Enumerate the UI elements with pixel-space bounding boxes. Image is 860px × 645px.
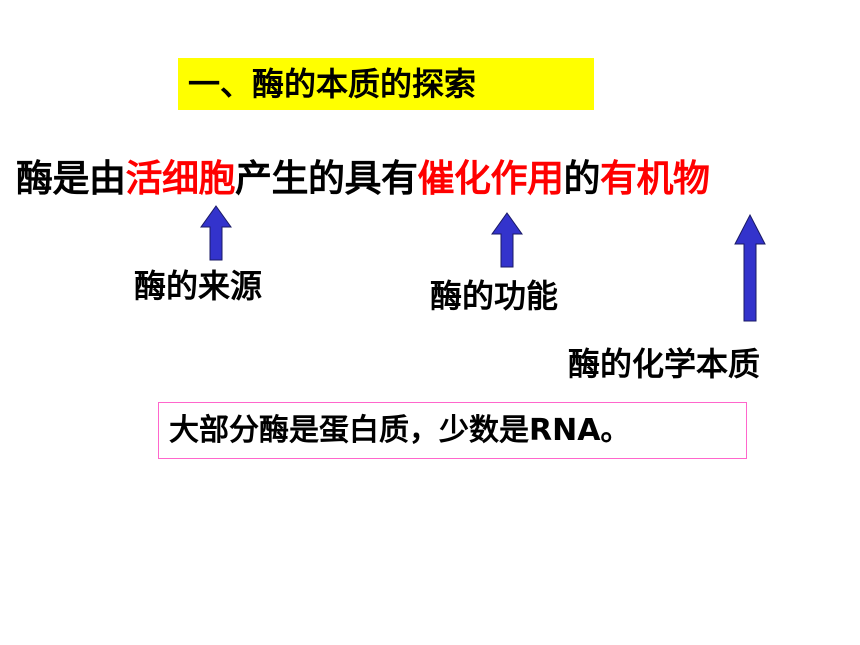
definition-part-3: 产生的具有 [235, 157, 418, 200]
definition-part-5: 的 [563, 157, 601, 200]
definition-highlight-catalysis: 催化作用 [417, 157, 565, 200]
label-enzyme-chemical-nature: 酶的化学本质 [568, 345, 761, 383]
label-enzyme-source: 酶的来源 [134, 267, 263, 305]
definition-highlight-organic-matter: 有机物 [600, 157, 710, 200]
definition-part-1: 酶是由 [16, 157, 126, 200]
slide-title: 一、酶的本质的探索 [188, 65, 477, 103]
slide-title-box: 一、酶的本质的探索 [178, 58, 594, 110]
arrow-up-icon-chemical-nature [734, 214, 766, 322]
arrow-up-icon-source [200, 205, 232, 261]
label-enzyme-function: 酶的功能 [430, 277, 559, 315]
definition-highlight-living-cells: 活细胞 [125, 157, 236, 200]
note-text: 大部分酶是蛋白质，少数是RNA。 [169, 413, 631, 448]
arrow-up-icon-function [491, 212, 523, 268]
definition-sentence: 酶是由活细胞产生的具有催化作用的有机物 [16, 154, 846, 204]
note-box: 大部分酶是蛋白质，少数是RNA。 [158, 402, 747, 459]
